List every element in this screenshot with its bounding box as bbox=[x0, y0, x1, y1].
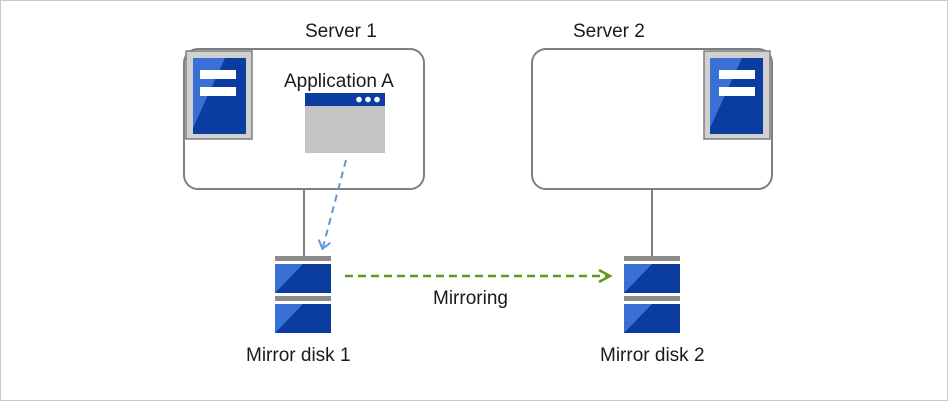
mirror-disk-1-label: Mirror disk 1 bbox=[246, 345, 351, 366]
server-1: Server 1 bbox=[183, 21, 425, 190]
mirror-disk-2-icon bbox=[624, 256, 680, 333]
write-arrow bbox=[317, 159, 347, 251]
server-rack-icon bbox=[185, 50, 253, 140]
server-2-label: Server 2 bbox=[573, 21, 645, 42]
server-rack-icon bbox=[703, 50, 771, 140]
application-label: Application A bbox=[284, 71, 394, 92]
application-window-icon bbox=[305, 93, 385, 153]
mirror-disk-1-icon bbox=[275, 256, 331, 333]
server-1-label: Server 1 bbox=[305, 21, 377, 42]
server-2: Server 2 bbox=[531, 21, 773, 190]
mirror-disk-2-label: Mirror disk 2 bbox=[600, 345, 705, 366]
mirroring-label: Mirroring bbox=[433, 288, 508, 309]
